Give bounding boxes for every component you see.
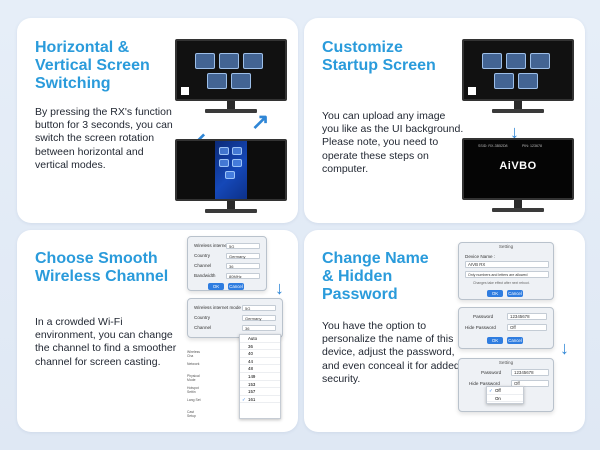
- side-menu-item: Physical Mode: [187, 374, 200, 382]
- card-description: You can upload any image you like as the…: [322, 110, 464, 175]
- field-label: Bandwidth: [194, 273, 216, 278]
- side-menu: Wireless Cha Network Physical Mode Hotsp…: [187, 350, 203, 430]
- dialog-header: Setting: [498, 360, 514, 365]
- card-description: By pressing the RX's function button for…: [35, 106, 173, 171]
- cancel-button[interactable]: Cancel: [228, 283, 244, 290]
- feature-card-change-name: Change Name & Hidden Password You have t…: [304, 230, 585, 432]
- name-hint: Only numbers and letters are allowed: [465, 271, 549, 278]
- field-label: Wireless internet mode: [194, 243, 241, 248]
- password-input[interactable]: 12345678: [511, 369, 549, 376]
- ok-button[interactable]: OK: [208, 283, 224, 290]
- side-menu-item: Network: [187, 362, 200, 366]
- channel-option[interactable]: 157: [240, 388, 280, 396]
- curved-arrow-down-icon: ↓: [275, 278, 284, 298]
- title-line: Vertical Screen: [35, 57, 150, 74]
- hide-option-selected[interactable]: Off: [487, 387, 523, 395]
- dialog-header: Setting: [498, 244, 514, 249]
- channel-select[interactable]: 36: [226, 263, 260, 269]
- field-label: Channel: [194, 263, 212, 268]
- card-description: In a crowded Wi-Fi environment, you can …: [35, 316, 177, 368]
- monitor-screen: [462, 39, 574, 101]
- startup-pin: PIN: 123678: [522, 144, 542, 148]
- channel-select[interactable]: 36: [242, 325, 276, 331]
- title-line: Horizontal &: [35, 39, 130, 56]
- startup-logo: AiVBO: [499, 160, 537, 172]
- device-name-dialog: Setting Device Name : AIVB RX Only numbe…: [458, 242, 554, 300]
- title-line: & Hidden: [322, 268, 393, 285]
- name-note: Changes take effect after next reboot.: [473, 281, 530, 285]
- monitor-screen: SSID: RX-3B52D8 PIN: 123678 AiVBO: [462, 138, 574, 200]
- hide-password-select[interactable]: Off: [507, 324, 547, 331]
- channel-option[interactable]: 149: [240, 373, 280, 381]
- channel-option-selected[interactable]: 161: [240, 396, 280, 404]
- channel-option[interactable]: 48: [240, 365, 280, 373]
- field-label: Hide Password: [465, 325, 496, 330]
- startup-ssid: SSID: RX-3B52D8: [478, 144, 508, 148]
- curved-arrow-down-icon: ↓: [510, 122, 519, 142]
- channel-option[interactable]: 36: [240, 343, 280, 351]
- side-menu-item: Wireless Cha: [187, 350, 200, 358]
- title-line: Password: [322, 286, 398, 303]
- monitor-screen: [175, 139, 287, 201]
- card-title: Customize Startup Screen: [322, 39, 436, 75]
- cancel-button[interactable]: Cancel: [507, 290, 523, 297]
- device-name-input[interactable]: AIVB RX: [465, 261, 549, 268]
- country-select[interactable]: Germany: [226, 253, 260, 259]
- title-line: Change Name: [322, 250, 429, 267]
- field-label: Channel: [194, 325, 212, 330]
- ok-button[interactable]: OK: [487, 290, 503, 297]
- hide-password-dropdown: Off On: [486, 386, 524, 404]
- field-label: Device Name :: [465, 254, 496, 259]
- feature-card-screen-switching: Horizontal & Vertical Screen Switching B…: [17, 18, 298, 223]
- password-dialog: Password 12345678 Hide Password Off OK C…: [458, 307, 554, 349]
- title-line: Wireless Channel: [35, 268, 169, 285]
- monitor-custom-startup: SSID: RX-3B52D8 PIN: 123678 AiVBO: [462, 138, 574, 220]
- hide-password-select[interactable]: Off: [511, 380, 549, 387]
- field-label: Password: [481, 370, 502, 375]
- card-description: You have the option to personalize the n…: [322, 320, 460, 385]
- bandwidth-select[interactable]: 80MHz: [226, 273, 260, 279]
- country-select[interactable]: Germany: [242, 315, 276, 321]
- title-line: Switching: [35, 75, 111, 92]
- channel-dropdown: Auto 36 40 44 48 149 153 157 161: [239, 334, 281, 419]
- curved-arrow-up-icon: ↗: [251, 109, 270, 134]
- curved-arrow-down-icon: ↓: [560, 338, 569, 358]
- monitor-horizontal: [175, 39, 287, 121]
- channel-option[interactable]: 40: [240, 350, 280, 358]
- card-title: Choose Smooth Wireless Channel: [35, 250, 168, 286]
- ok-button[interactable]: OK: [487, 337, 503, 344]
- card-title: Change Name & Hidden Password: [322, 250, 429, 304]
- field-label: Country: [194, 315, 211, 320]
- field-label: Password: [473, 314, 494, 319]
- field-label: Hide Password: [469, 381, 500, 386]
- mode-select[interactable]: 5G: [226, 243, 260, 249]
- card-title: Horizontal & Vertical Screen Switching: [35, 39, 150, 93]
- side-menu-item: Cast Setup: [187, 410, 196, 418]
- monitor-default-ui: [462, 39, 574, 121]
- mode-select[interactable]: 5G: [242, 305, 276, 311]
- hide-option[interactable]: On: [487, 395, 523, 403]
- cancel-button[interactable]: Cancel: [507, 337, 523, 344]
- feature-card-wireless-channel: Choose Smooth Wireless Channel In a crow…: [17, 230, 298, 432]
- field-label: Wireless internet mode: [194, 305, 241, 310]
- title-line: Choose Smooth: [35, 250, 158, 267]
- field-label: Country: [194, 253, 211, 258]
- title-line: Customize: [322, 39, 403, 56]
- side-menu-item: Hotspot Settin: [187, 386, 199, 394]
- side-menu-item: Lang Set: [187, 398, 201, 402]
- feature-card-startup-screen: Customize Startup Screen You can upload …: [304, 18, 585, 223]
- title-line: Startup Screen: [322, 57, 436, 74]
- monitor-vertical: [175, 139, 287, 221]
- channel-option[interactable]: 153: [240, 381, 280, 389]
- monitor-screen: [175, 39, 287, 101]
- password-input[interactable]: 12345678: [507, 313, 547, 320]
- channel-option[interactable]: 44: [240, 358, 280, 366]
- channel-option[interactable]: Auto: [240, 335, 280, 343]
